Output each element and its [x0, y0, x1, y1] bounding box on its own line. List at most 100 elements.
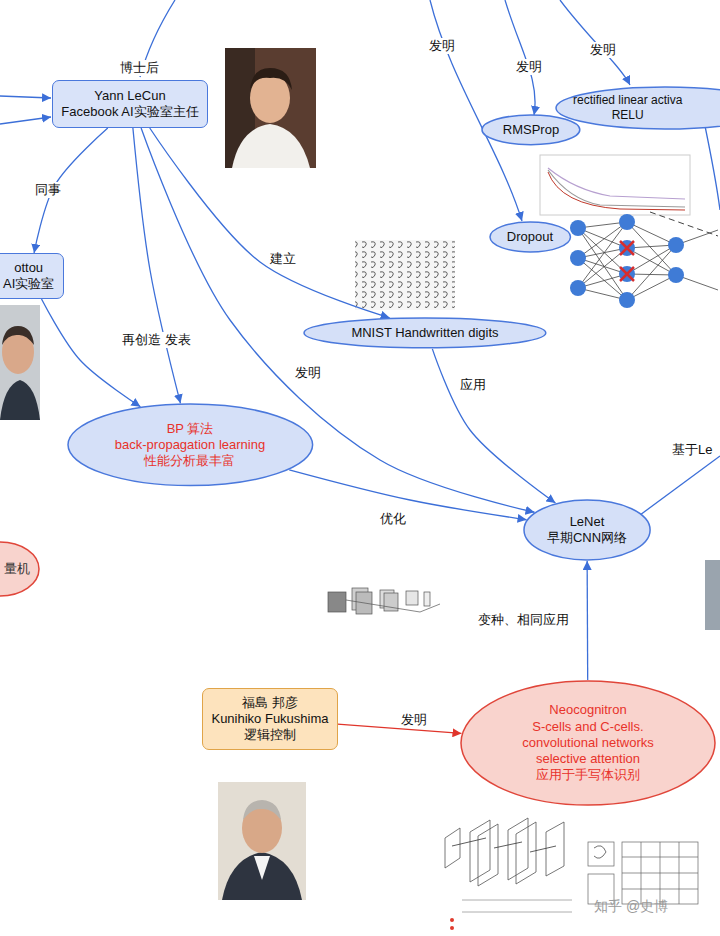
concept-ellipse: BP 算法back-propagation learning性能分析最丰富: [67, 403, 314, 487]
concept-ellipse: LeNet早期CNN网络: [523, 499, 651, 561]
person-box: Yann LeCunFacebook AI实验室主任: [52, 80, 208, 128]
neocognitron-figure: [462, 900, 572, 912]
free-label: 发明: [588, 42, 618, 58]
node-text: BP 算法: [115, 421, 265, 437]
node-label: BP 算法back-propagation learning性能分析最丰富: [115, 421, 265, 470]
concept-ellipse: MNIST Handwritten digits: [303, 317, 547, 349]
free-label: 博士后: [118, 60, 161, 76]
node-text: convolutional networks: [522, 735, 654, 751]
node-label: ottouAI实验室: [3, 260, 54, 293]
neocognitron-figure: [588, 842, 698, 904]
edge-label: 变种、相同应用: [476, 612, 571, 628]
portrait-photo: [250, 68, 292, 90]
offpage-connector: [0, 96, 51, 98]
node-text: 性能分析最丰富: [115, 453, 265, 469]
node-text: Kunihiko Fukushima: [211, 711, 328, 727]
cnn-figure: [346, 600, 440, 612]
dropout-network: [570, 214, 718, 308]
node-label: NeocognitronS-cells and C-cells.convolut…: [522, 702, 654, 783]
concept-ellipse: Dropout: [489, 221, 571, 253]
portrait-photo: [225, 48, 316, 168]
node-label: RMSProp: [503, 122, 559, 138]
neocognitron-figure: [622, 842, 698, 904]
neocognitron-figure: [450, 926, 454, 930]
neocognitron-figure: [445, 828, 460, 868]
neocognitron-figure: [478, 824, 498, 886]
offpage-connector: [560, 0, 630, 85]
dropout-network: [578, 222, 718, 300]
node-text: rectified linear activa: [573, 93, 682, 108]
training-plot: [548, 170, 685, 207]
ellipse-outline: [556, 87, 720, 129]
portrait-photo: [218, 782, 306, 900]
ellipse-outline: [482, 115, 580, 145]
portrait-photo: [254, 856, 270, 880]
edge-label: 应用: [458, 377, 488, 393]
neocognitron-figure: [594, 846, 606, 859]
ellipse-outline: [68, 404, 313, 486]
portrait-photo: [218, 782, 306, 900]
neocognitron-figure: [622, 842, 698, 904]
ellipse-outline: [490, 222, 570, 252]
node-text: 早期CNN网络: [547, 530, 627, 546]
node-text: selective attention: [522, 751, 654, 767]
portrait-photo: [0, 380, 40, 420]
edge-label: 发明: [293, 365, 323, 381]
mnist-samples: [355, 240, 455, 310]
node-label: LeNet早期CNN网络: [547, 514, 627, 547]
ellipse-outline: [524, 500, 650, 560]
node-text: Yann LeCun: [61, 88, 198, 104]
mnist-samples: [355, 240, 455, 310]
node-text: AI实验室: [3, 276, 54, 292]
neocognitron-figure: [546, 822, 564, 876]
training-plot: [548, 172, 685, 210]
cnn-figure: [424, 592, 430, 606]
neocognitron-figure: [588, 842, 614, 866]
dropout-network: [570, 220, 586, 236]
portrait-photo: [2, 326, 34, 345]
concept-ellipse: NeocognitronS-cells and C-cells.convolut…: [460, 680, 716, 806]
connector: [150, 128, 390, 318]
dropout-network: [619, 214, 635, 230]
dropout-network: [619, 292, 635, 308]
portrait-photo: [0, 305, 40, 420]
node-text: 应用于手写体识别: [522, 767, 654, 783]
edge-label: 同事: [33, 182, 63, 198]
free-label: 基于Le: [670, 442, 714, 458]
neocognitron-figure: [450, 918, 454, 922]
neocognitron-figure: [508, 818, 528, 880]
portrait-photo: [232, 124, 310, 168]
dropout-network: [620, 241, 634, 281]
portrait-photo: [222, 852, 302, 900]
node-label: rectified linear activaRELU: [573, 93, 682, 123]
node-label: Dropout: [507, 229, 553, 245]
edge-label: 优化: [378, 511, 408, 527]
offpage-connector: [705, 126, 720, 210]
neocognitron-figure: [445, 818, 572, 930]
connector: [432, 349, 555, 503]
person-box: ottouAI实验室: [0, 253, 64, 299]
watermark: 知乎 @史博: [592, 898, 670, 914]
node-text: RMSProp: [503, 122, 559, 138]
free-label: 发明: [514, 59, 544, 75]
dropout-network: [668, 237, 684, 253]
node-text: 量机: [4, 561, 30, 577]
cnn-figure: [406, 591, 418, 605]
edge-label: 建立: [268, 251, 298, 267]
dropout-network: [668, 267, 684, 283]
training-plot: [548, 168, 685, 199]
node-text: LeNet: [547, 514, 627, 530]
edge-label: 再创造 发表: [120, 332, 193, 348]
neocognitron-figure: [470, 820, 490, 882]
node-label: MNIST Handwritten digits: [351, 325, 498, 341]
dropout-network: [570, 250, 586, 266]
node-text: Facebook AI实验室主任: [61, 104, 198, 120]
node-text: Dropout: [507, 229, 553, 245]
node-text: back-propagation learning: [115, 437, 265, 453]
node-text: Neocognitron: [522, 702, 654, 718]
offpage-connector: [0, 0, 720, 515]
connector: [42, 299, 141, 407]
node-label: 量机: [4, 561, 30, 577]
node-text: ottou: [3, 260, 54, 276]
